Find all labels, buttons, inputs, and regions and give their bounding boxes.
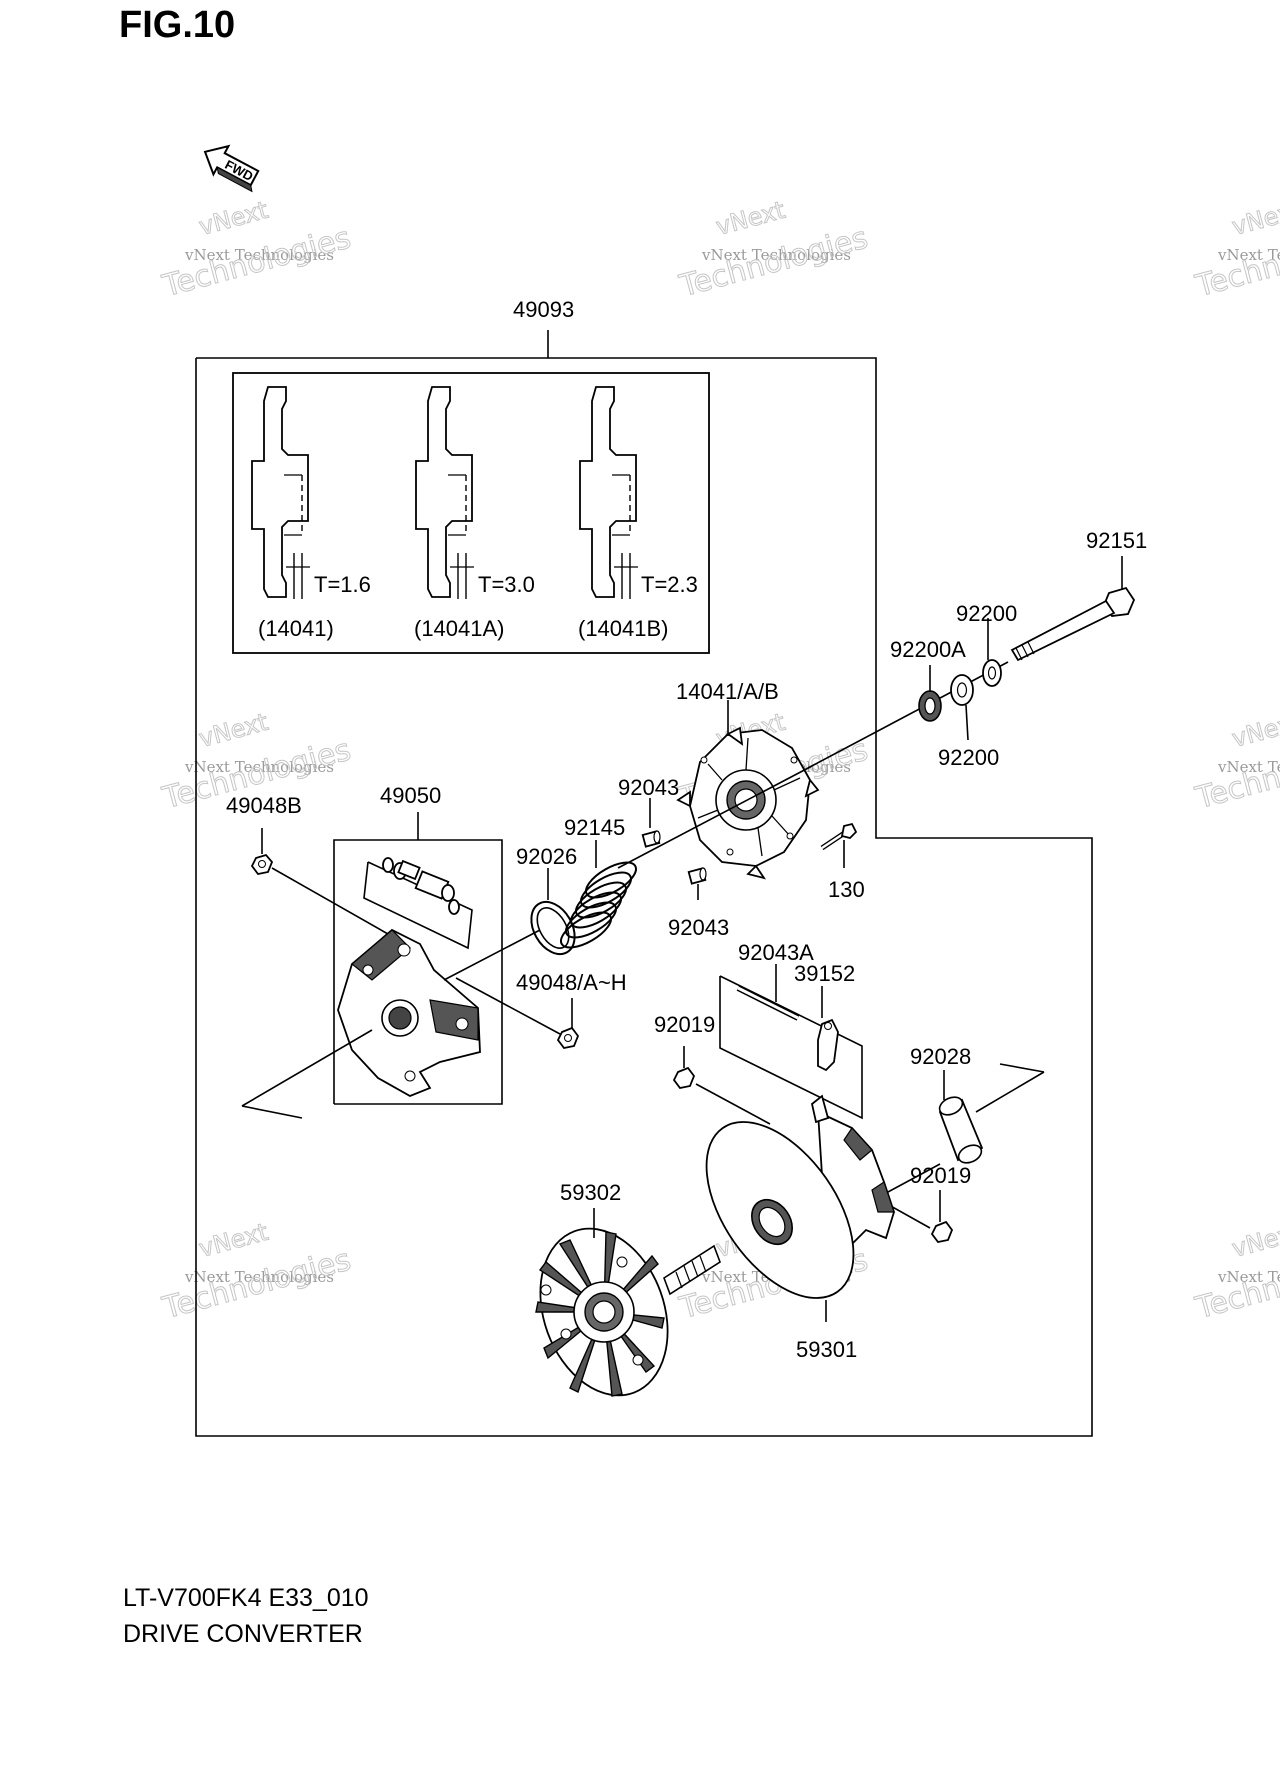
callout-14041: 14041/A/B: [676, 679, 779, 704]
shaft-92043A: 92043A: [719, 940, 863, 1120]
nut-49048AH: 49048/A~H: [455, 970, 627, 1049]
watermark-text: vNext Technologies: [1217, 1268, 1280, 1286]
callout-92043-top: 92043: [618, 775, 679, 800]
variant-thickness: T=3.0: [478, 572, 535, 597]
variant-drawing-14041: [251, 386, 310, 599]
callout-92200-bottom: 92200: [938, 745, 999, 770]
watermark-text: vNext Technologies: [1217, 758, 1280, 776]
bearing-92200A: 92200A: [890, 637, 966, 722]
callout-59301: 59301: [796, 1337, 857, 1362]
callout-49048AH: 49048/A~H: [516, 970, 627, 995]
washer-92200-bottom: 92200: [938, 674, 999, 770]
watermark-text: vNext Technologies: [184, 1268, 334, 1286]
variant-inset: T=1.6 (14041) T=3.0 (14041A): [232, 372, 710, 654]
callout-130: 130: [828, 877, 865, 902]
nut-92019-top: 92019: [654, 1012, 771, 1125]
oring-92026: 92026: [516, 844, 577, 956]
variant-part: (14041A): [414, 616, 505, 641]
nut-49048B: 49048B: [226, 793, 389, 935]
callout-49093: 49093: [513, 297, 574, 322]
arm-39152: 39152: [794, 961, 855, 1072]
callout-92200A: 92200A: [890, 637, 966, 662]
watermark-word: vNext: [1229, 708, 1280, 753]
variant-part: (14041B): [578, 616, 669, 641]
watermark-top-mid: vNext vNext Technologies Technologies: [675, 195, 872, 305]
watermark-text: vNext Technologies: [184, 758, 334, 776]
figure-name: DRIVE CONVERTER: [123, 1620, 363, 1648]
watermark-low-left: vNext vNext Technologies Technologies: [158, 1217, 355, 1327]
figure-title: FIG.10: [119, 4, 236, 46]
watermark-word: vNext: [1229, 1218, 1280, 1263]
nut-92019-bottom: 92019: [879, 1163, 971, 1243]
watermark-low-right: vNext vNext Technologies Technologies: [1191, 1217, 1280, 1327]
spider-hub: [241, 928, 481, 1119]
variant-drawing-14041B: [579, 386, 638, 599]
callout-92151: 92151: [1086, 528, 1147, 553]
callout-92043-bottom: 92043: [668, 915, 729, 940]
watermark-text: vNext Technologies: [1217, 246, 1280, 264]
watermark-word: vNext: [713, 196, 788, 241]
callout-49050: 49050: [380, 783, 441, 808]
watermark-word: vNext: [196, 196, 271, 241]
watermark-top-right: vNext vNext Technologies Technologies: [1191, 195, 1280, 305]
roller-weight-49050: 49050: [333, 783, 503, 1105]
variant-part: (14041): [258, 616, 334, 641]
watermark-top-left: vNext vNext Technologies Technologies: [158, 195, 355, 305]
bushing-92028: 92028: [887, 1044, 1045, 1193]
screw-130: 130: [820, 822, 865, 902]
callout-39152: 39152: [794, 961, 855, 986]
watermark-text: vNext Technologies: [184, 246, 334, 264]
watermark-mid-right: vNext vNext Technologies Technologies: [1191, 707, 1280, 817]
fixed-sheave-59302: 59302: [535, 1180, 721, 1397]
callout-92200-top: 92200: [956, 601, 1017, 626]
variant-drawing-14041A: [415, 386, 474, 599]
assembly-outline: 49093: [195, 297, 1093, 1437]
center-bolt-92151: 92151: [807, 528, 1147, 769]
callout-92043A: 92043A: [738, 940, 814, 965]
pin-92043-top: 92043: [618, 775, 679, 848]
movable-sheave-59301: 59301: [705, 1094, 895, 1362]
callout-92026: 92026: [516, 844, 577, 869]
washer-92200-top: 92200: [956, 601, 1017, 687]
watermark-word: vNext: [1229, 196, 1280, 241]
variant-thickness: T=1.6: [314, 572, 371, 597]
callout-92019-top: 92019: [654, 1012, 715, 1037]
variant-thickness: T=2.3: [641, 572, 698, 597]
model-code: LT-V700FK4 E33_010: [123, 1584, 369, 1612]
spring-92145: 92145: [560, 815, 637, 949]
pin-92043-bottom: 92043: [668, 867, 729, 940]
watermark-word: vNext: [196, 1218, 271, 1263]
callout-49048B: 49048B: [226, 793, 302, 818]
callout-59302: 59302: [560, 1180, 621, 1205]
cam-plate-14041: 14041/A/B: [676, 679, 820, 880]
callout-92019-bottom: 92019: [910, 1163, 971, 1188]
callout-92145: 92145: [564, 815, 625, 840]
callout-92028: 92028: [910, 1044, 971, 1069]
watermark-word: vNext: [196, 708, 271, 753]
fwd-arrow-icon: FWD: [203, 144, 260, 193]
watermark-text: vNext Technologies: [701, 246, 851, 264]
